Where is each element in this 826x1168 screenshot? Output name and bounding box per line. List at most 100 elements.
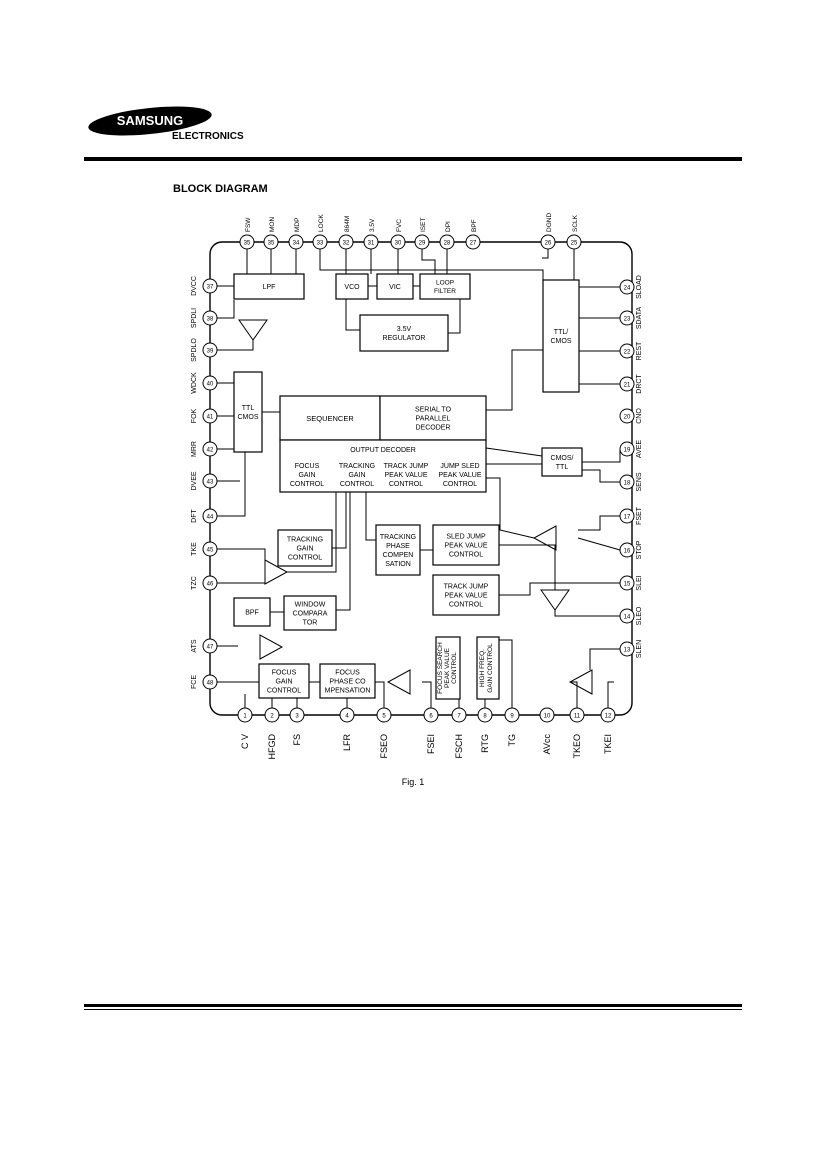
- sled-jump-block-label: PEAK VALUE: [444, 543, 487, 550]
- high-freq-block: [476, 636, 500, 700]
- serial-parallel-block-label: SERIAL TO: [415, 407, 452, 414]
- pin-number: 8: [483, 714, 487, 720]
- pin-label-FSEO: FSEO: [379, 734, 389, 759]
- wire-track-gain: [332, 492, 347, 549]
- regulator-block: [359, 314, 449, 352]
- ttl-cmos-left-block-label: CMOS: [238, 414, 259, 421]
- pin-label-SLEI: SLEI: [636, 575, 643, 590]
- pin-label-TKE: TKE: [191, 542, 198, 556]
- jump-sled-label: JUMP SLED: [440, 463, 479, 470]
- focus-phase-block: [319, 663, 376, 699]
- cmos-ttl-block-label: CMOS/: [551, 455, 574, 462]
- wire-tke: [217, 548, 266, 562]
- pin-number: 2: [270, 714, 274, 720]
- tracking-gain-control-block-label: GAIN: [296, 546, 313, 553]
- focus-search-block: [435, 636, 461, 700]
- focus-gain-control-block-label: FOCUS: [272, 670, 297, 677]
- pin-number: 1: [243, 714, 247, 720]
- tracking-gain-label: GAIN: [348, 472, 365, 479]
- pin-label-LOCK: LOCK: [318, 214, 325, 232]
- pin-label-AVEE: AVEE: [636, 440, 643, 458]
- ttl-cmos-right-block: [542, 279, 580, 393]
- pin-number: 41: [207, 415, 214, 421]
- loop-filter-block-label: FILTER: [434, 288, 456, 295]
- pin-label-864M: 864M: [344, 216, 351, 232]
- pin-label-DRCT: DRCT: [636, 374, 643, 394]
- wire-tg: [499, 639, 513, 708]
- pin-number: 4: [345, 714, 349, 720]
- pin-label-WDCK: WDCK: [191, 372, 198, 394]
- pin-number: 3: [295, 714, 299, 720]
- pin-number: 6: [429, 714, 433, 720]
- focus-search-label: FOCUS SEARCH: [437, 642, 444, 694]
- pin-label-BPF: BPF: [471, 219, 478, 232]
- pin-label-RTG: RTG: [480, 734, 490, 753]
- pin-number: 9: [510, 714, 514, 720]
- pin-number: 46: [207, 582, 214, 588]
- pin-label-LFR: LFR: [342, 734, 352, 752]
- ats-amp: [259, 634, 284, 660]
- focus-phase-block-label: FOCUS: [335, 670, 360, 677]
- wire-stop: [486, 477, 535, 539]
- track-jump-2-block-label: CONTROL: [449, 602, 483, 609]
- pin-label-FCE: FCE: [191, 675, 198, 689]
- pin-number: 45: [207, 548, 214, 554]
- focus-gain-label: FOCUS: [295, 463, 320, 470]
- tracking-phase-block-label: TRACKING: [380, 534, 416, 541]
- track-jump-label: CONTROL: [389, 481, 423, 488]
- wire-sleo: [554, 610, 620, 617]
- window-comparator-block-label: WINDOW: [295, 602, 326, 609]
- pin-number: 26: [545, 241, 552, 247]
- pin-label-MRR: MRR: [191, 441, 198, 457]
- pin-label-C V: C V: [240, 734, 250, 749]
- wire-fset: [578, 515, 620, 531]
- ttl-cmos-left-block: [233, 371, 263, 453]
- wire-window-out: [336, 492, 351, 611]
- sled-jump-block-label: SLED JUMP: [446, 534, 486, 541]
- pin-label-ATS: ATS: [191, 639, 198, 652]
- vic-block-label: VIC: [389, 284, 401, 291]
- vco-block-label: VCO: [344, 284, 360, 291]
- wire-serial-ttl: [486, 349, 543, 411]
- focus-gain-label: CONTROL: [290, 481, 324, 488]
- figure-caption: Fig. 1: [401, 777, 425, 787]
- pin-label-AVcc: AVcc: [542, 734, 552, 755]
- pin-number: 35: [268, 241, 275, 247]
- track-jump-label: TRACK JUMP: [384, 463, 429, 470]
- lpf-block: [233, 273, 305, 300]
- pin-label-DGND: DGND: [546, 213, 553, 232]
- samsung-logo: SAMSUNG: [88, 106, 212, 136]
- pin-label-HFGD: HFGD: [267, 734, 277, 760]
- wire-reg-loop: [448, 299, 461, 334]
- pin-label-SDATA: SDATA: [636, 307, 643, 330]
- wire-decoder-phase: [365, 492, 376, 541]
- wire-tzc-out: [287, 492, 337, 573]
- pin-number: 38: [207, 317, 214, 323]
- pin-number: 12: [605, 714, 612, 720]
- serial-parallel-block-label: PARALLEL: [416, 416, 451, 423]
- pin-number: 15: [624, 582, 631, 588]
- spindle-amp: [238, 319, 268, 341]
- pin-label-TZC: TZC: [191, 576, 198, 590]
- division-label: ELECTRONICS: [172, 131, 244, 142]
- track-jump-2-block: [432, 574, 500, 616]
- pin-number: 19: [624, 448, 631, 454]
- pin-BPF: [465, 234, 481, 250]
- window-comparator-block: [283, 595, 337, 631]
- wire-slei: [499, 582, 620, 596]
- pin-number: 28: [444, 241, 451, 247]
- pin-label-SLOAD: SLOAD: [636, 275, 643, 299]
- pin-label-MON: MON: [269, 217, 276, 232]
- pin-label-TKEI: TKEI: [603, 734, 613, 754]
- ttl-cmos-right-block-label: CMOS: [551, 338, 572, 345]
- pin-label-FS: FS: [292, 734, 302, 746]
- pin-AVcc: [539, 707, 555, 723]
- wire-fsei: [422, 681, 432, 708]
- loop-filter-block: [419, 273, 471, 300]
- window-comparator-block-label: TOR: [303, 620, 318, 627]
- tkeo-amp: [568, 669, 593, 695]
- ttl-cmos-left-block-label: TTL: [242, 405, 255, 412]
- pin-number: 43: [207, 480, 214, 486]
- track-jump-2-block-label: TRACK JUMP: [444, 584, 489, 591]
- track-jump-label: PEAK VALUE: [384, 472, 427, 479]
